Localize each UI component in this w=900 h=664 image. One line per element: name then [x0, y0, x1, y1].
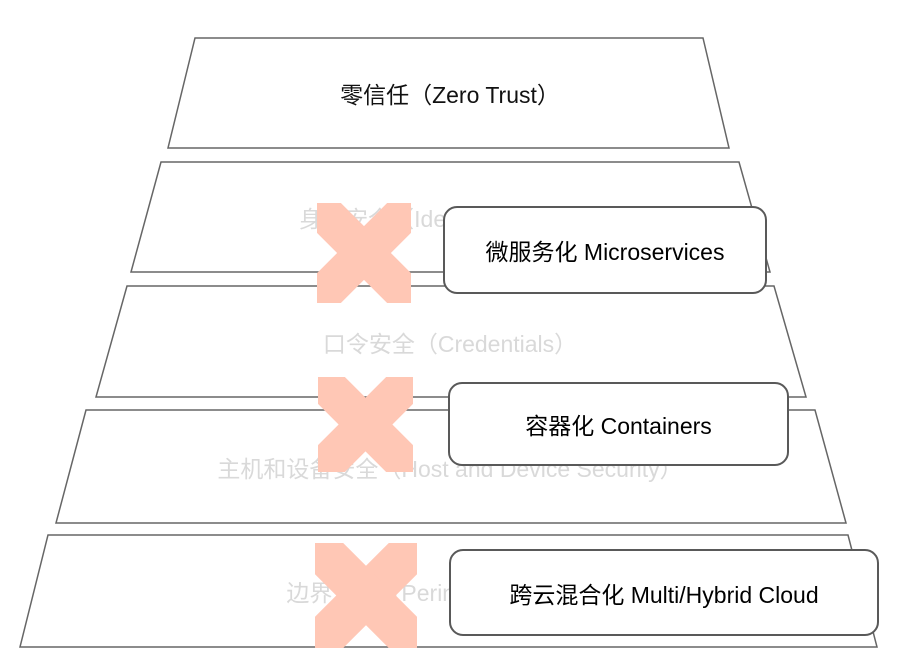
- callout-multi-hybrid-cloud-label: 跨云混合化 Multi/Hybrid Cloud: [509, 581, 819, 608]
- callout-containers-label: 容器化 Containers: [525, 413, 712, 439]
- callout-microservices-label: 微服务化 Microservices: [485, 239, 725, 265]
- callout-containers: 容器化 Containers: [448, 382, 789, 466]
- cross-out-icon-credentials: [318, 377, 413, 472]
- layer-shape-zero-trust: [167, 37, 730, 149]
- cross-out-icon-perimeter: [315, 543, 417, 648]
- cross-out-icon-identity: [317, 203, 411, 303]
- callout-multi-hybrid-cloud: 跨云混合化 Multi/Hybrid Cloud: [449, 549, 879, 636]
- callout-microservices: 微服务化 Microservices: [443, 206, 767, 294]
- layer-shape-credentials: [95, 285, 807, 398]
